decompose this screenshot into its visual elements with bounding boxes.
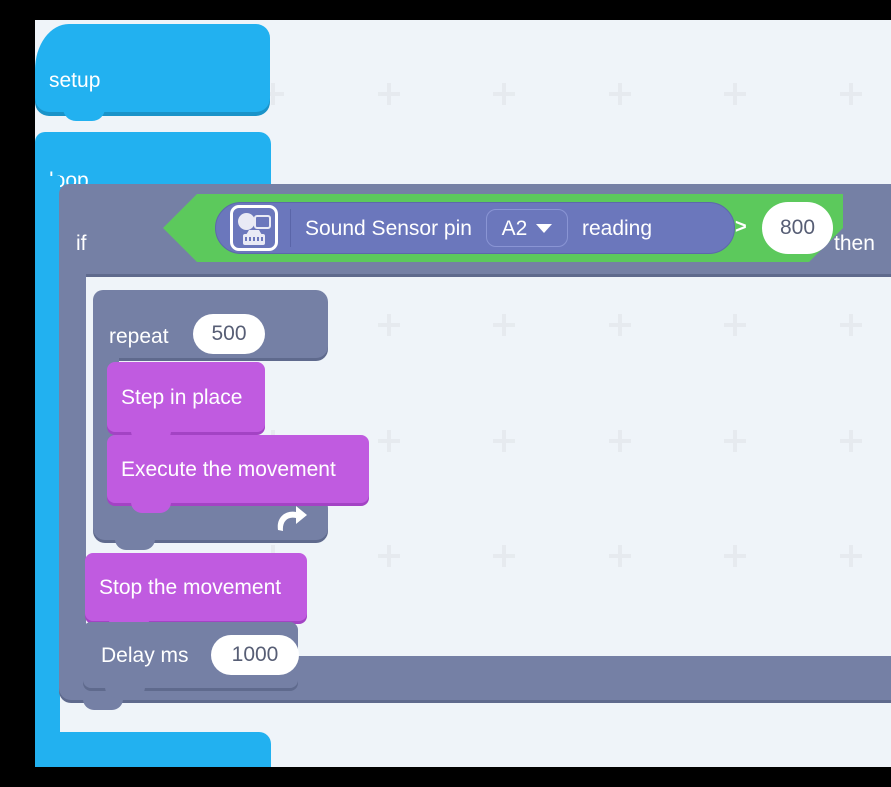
sensor-block-label: Sound Sensor pin <box>305 216 472 240</box>
threshold-number-value: 800 <box>779 216 816 239</box>
setup-block-label: setup <box>49 69 101 92</box>
delay-ms-block[interactable]: Delay ms 1000 <box>83 622 299 698</box>
pin-dropdown[interactable]: A2 <box>485 209 568 247</box>
step-in-place-block[interactable]: Step in place <box>107 362 265 442</box>
comparison-operator-sign: > <box>735 216 747 238</box>
threshold-number-input[interactable]: 800 <box>762 202 833 254</box>
then-block-label: then <box>834 232 875 255</box>
delay-value-input[interactable]: 1000 <box>211 635 299 675</box>
sound-sensor-reporter-block[interactable]: Sound Sensor pin A2 reading <box>215 202 735 254</box>
loop-left-spine <box>35 176 60 746</box>
stop-movement-block[interactable]: Stop the movement <box>85 553 307 631</box>
grid-plus-icon <box>377 83 400 105</box>
loop-c-block[interactable]: loop <box>35 132 271 767</box>
repeat-count-value: 500 <box>211 322 247 345</box>
repeat-bottom-bump <box>115 539 155 550</box>
delay-block-bump <box>105 687 145 698</box>
if-left-spine <box>59 270 86 662</box>
setup-bottom-bump <box>63 108 105 121</box>
sound-sensor-icon <box>230 205 278 251</box>
loop-arrow-icon <box>277 506 307 531</box>
loop-top-bar <box>35 132 271 194</box>
sensor-divider <box>290 209 291 247</box>
setup-hat-block[interactable]: setup <box>35 24 270 121</box>
chevron-down-icon <box>536 223 553 233</box>
sensor-reading-label: reading <box>581 216 653 240</box>
repeat-block-label: repeat <box>109 325 169 348</box>
grid-plus-icon <box>724 83 746 105</box>
grid-plus-icon <box>839 83 862 105</box>
block-workspace-canvas[interactable]: setup loop if then <box>35 20 891 767</box>
grid-plus-icon <box>608 83 631 105</box>
grid-plus-icon <box>493 83 515 105</box>
setup-hat-shape <box>35 24 270 112</box>
repeat-c-block[interactable]: repeat 500 <box>93 290 328 550</box>
execute-block-bump <box>131 502 171 513</box>
if-bottom-bump <box>83 699 123 710</box>
sensor-icon-chip <box>254 215 271 229</box>
sensor-icon-dot <box>238 213 255 230</box>
delay-block-label: Delay ms <box>101 643 189 667</box>
delay-value: 1000 <box>231 643 279 666</box>
step-in-place-label: Step in place <box>121 385 243 409</box>
repeat-count-input[interactable]: 500 <box>193 314 265 354</box>
execute-movement-label: Execute the movement <box>121 457 336 481</box>
execute-movement-block[interactable]: Execute the movement <box>107 435 369 513</box>
loop-bottom-bar <box>35 732 271 767</box>
if-block-label: if <box>76 232 87 255</box>
sensor-icon-board <box>243 234 265 245</box>
stop-movement-label: Stop the movement <box>99 575 282 599</box>
pin-dropdown-value: A2 <box>501 216 528 240</box>
